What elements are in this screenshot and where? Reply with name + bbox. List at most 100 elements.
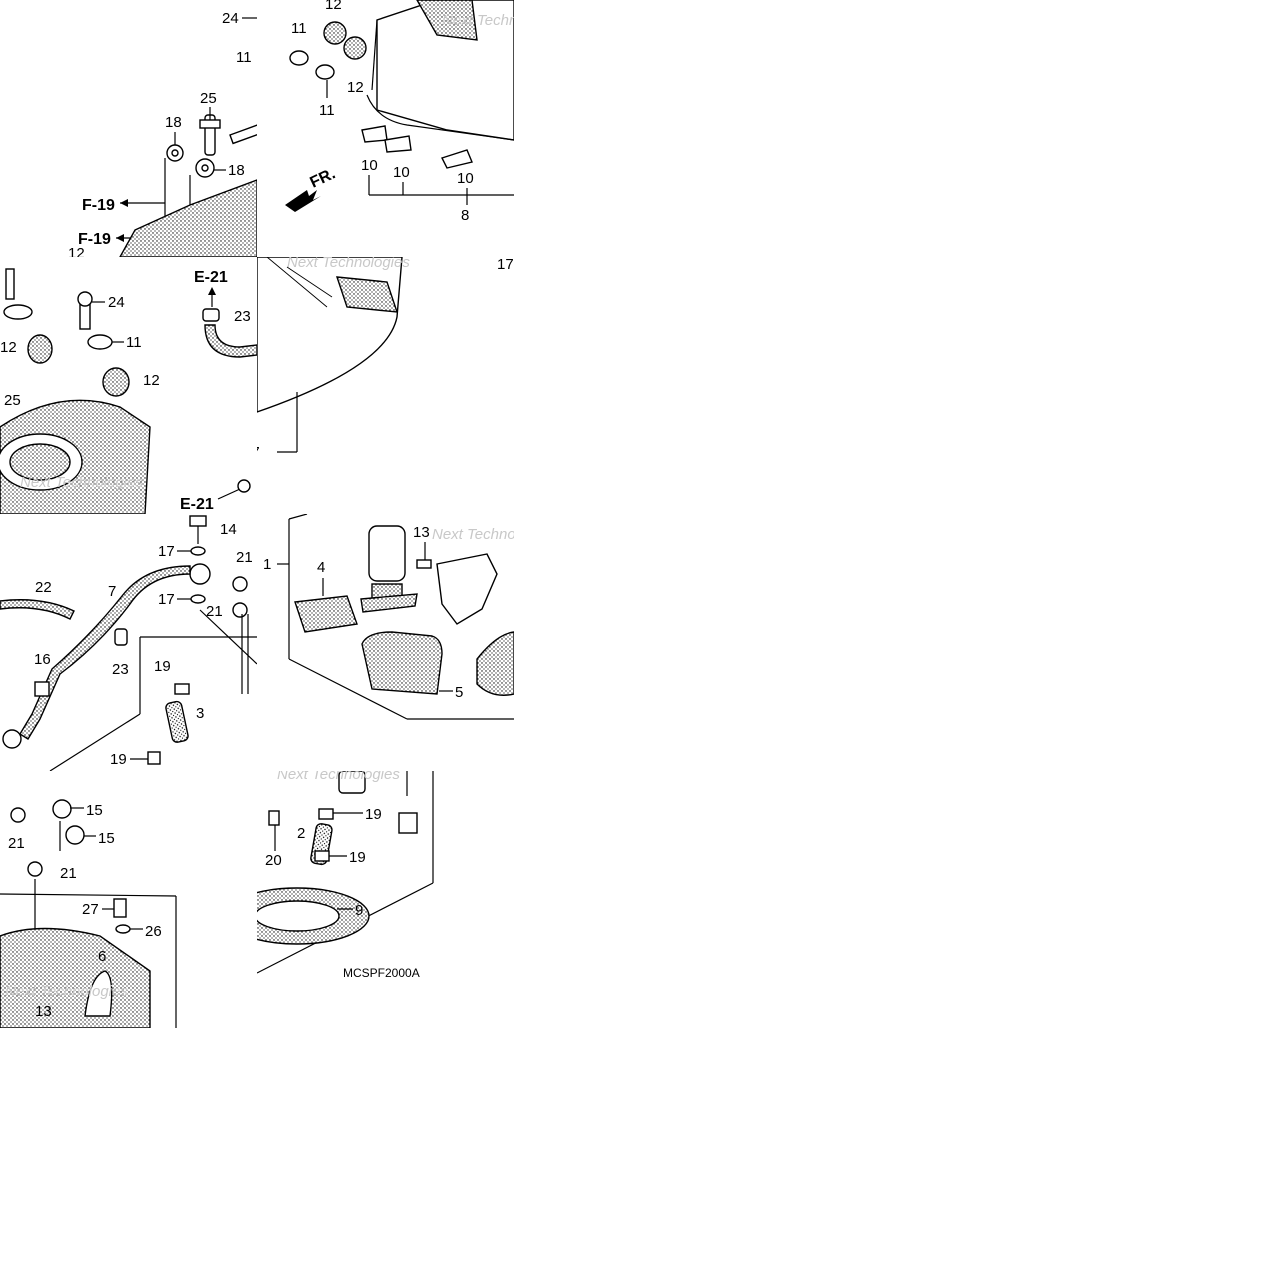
screw-head-shape [189,515,207,527]
watermark-4: Next Technologies [432,526,514,543]
callout-17-c: 17 [158,543,175,560]
tile-tank-top-right-svg: Next Technologies 12 12 11 11 10 10 10 8… [285,0,514,224]
callout-19-b: 19 [110,751,127,768]
tank-neck-shape [416,0,478,41]
pump-bottom-shape [338,771,366,794]
nut-shape-2 [52,799,72,819]
tile-pump-mount: 21 15 15 21 27 26 6 13 Next Technologies [0,771,178,1028]
tile-tank-bottom-view-svg: 12 25 24 11 12 Next Technologies E-21 23… [0,268,257,514]
callout-20: 20 [265,852,282,869]
tile-fuel-pump-assembly: 1 13 4 5 Next Technologies [257,514,514,771]
callout-16: 16 [34,651,51,668]
tile-tank-side-svg: Next Technologies 17 17 [257,257,514,461]
tile-fuel-pump-assembly-svg: 1 13 4 5 Next Technologies [263,514,514,720]
pressure-regulator-shape [436,553,498,625]
callout-11-a: 11 [291,20,307,37]
callout-23-b: 23 [112,661,129,678]
callout-22: 22 [35,579,52,596]
mount-plate-shape [0,927,151,1028]
front-indicator: FR. [308,165,339,191]
tile-hoses: 14 17 17 21 21 22 7 16 23 19 [0,514,257,771]
grommet-shape-4 [102,367,130,397]
watermark-2: Next Technologies [20,474,143,491]
tile-tank-top-right: Next Technologies 12 12 11 11 10 10 10 8… [257,0,514,257]
callout-25-b: 25 [4,392,21,409]
callout-21-b: 21 [206,603,223,620]
pump-cup-shape [361,631,443,695]
tile-tank-side: Next Technologies 17 17 [257,257,514,514]
callout-10-b: 10 [393,164,410,181]
clamp-shape-2 [114,628,128,646]
banjo-fitting-shape [189,563,211,585]
ref-e21-top: E-21 [194,269,228,286]
filter-plate-shape [360,593,418,613]
nut-shape [34,681,50,697]
connector-shape [2,729,22,749]
callout-12-d: 12 [143,372,160,389]
callout-11: 11 [236,49,252,66]
callout-17: 17 [257,444,260,461]
callout-15-b: 15 [98,830,115,847]
pad-shape-2 [384,135,412,153]
bolt-shape-2 [229,123,257,145]
callout-11-b: 11 [319,102,335,119]
hose-shape [204,324,257,358]
pad-shape-3 [441,149,473,169]
bolt-shape-3 [5,268,15,300]
strainer-shape [294,595,358,633]
screw-shape-2 [268,810,280,826]
tile-tank-bottom-view: 12 25 24 11 12 Next Technologies E-21 23… [0,257,257,514]
nut-shape-3 [65,825,85,845]
callout-13-b: 13 [35,1003,52,1020]
callout-4: 4 [317,559,325,576]
clamp-shape [202,308,220,322]
connector-shape-2 [398,812,418,834]
callout-14: 14 [220,521,237,538]
callout-25: 25 [200,90,217,107]
base-plate-shape [476,631,514,696]
callout-2: 2 [297,825,305,842]
callout-24-b: 24 [108,294,125,311]
callout-19: 19 [154,658,171,675]
callout-8: 8 [461,207,469,224]
drawing-code: MCSPF2000A [343,966,420,980]
callout-23: 23 [234,308,251,325]
callout-17-d: 17 [158,591,175,608]
pad-shape-1 [361,125,388,143]
callout-7: 7 [108,583,116,600]
callout-12-c: 12 [0,339,17,356]
tile-hoses-svg: 14 17 17 21 21 22 7 16 23 19 [0,515,257,771]
front-arrow-icon [285,190,321,212]
callout-27: 27 [82,901,99,918]
callout-3: 3 [196,705,204,722]
callout-24: 24 [222,10,239,27]
washer-shape-3 [3,304,33,320]
tile-tank-top-left-svg: 24 11 25 18 18 F-19 F-19 12 [68,10,257,257]
callout-21-c: 21 [8,835,25,852]
callout-18b: 18 [228,162,245,179]
ref-f19-upper: F-19 [82,197,115,214]
callout-19-c: 19 [365,806,382,823]
callout-18: 18 [165,114,182,131]
tile-tank-top-left: 24 11 25 18 18 F-19 F-19 12 [0,0,257,257]
fuel-pump-shape [368,525,406,582]
callout-1: 1 [263,556,271,573]
watermark-5: Next Technologies [5,983,128,1000]
callout-10-c: 10 [457,170,474,187]
callout-13: 13 [413,524,430,541]
collar-shape-3 [87,334,113,350]
clip-shape-2 [318,808,334,820]
hose-22-shape [0,599,75,620]
watermark-6: Next Technologies [277,771,400,783]
grommet-shape-2 [343,36,367,60]
callout-9: 9 [355,902,363,919]
clip-shape [174,683,190,695]
callout-19-d: 19 [349,849,366,866]
callout-10-a: 10 [361,157,378,174]
callout-12: 12 [347,79,364,96]
wire-harness-shape [84,970,113,1017]
callout-12-top: 12 [325,0,342,13]
tile-pump-ring: 19 2 19 20 9 MCSPF2000A Next Technologie… [257,771,435,981]
callout-15: 15 [86,802,103,819]
